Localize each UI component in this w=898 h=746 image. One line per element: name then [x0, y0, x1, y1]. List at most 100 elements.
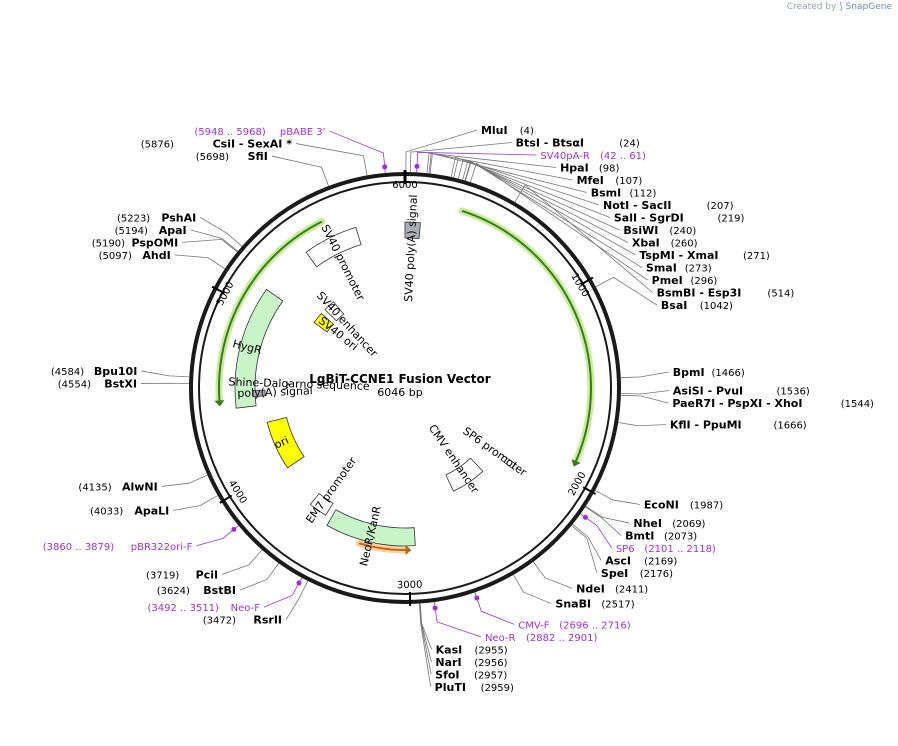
- primer-pbr322ori-f[interactable]: pBR322ori-F(3860 .. 3879): [43, 542, 193, 553]
- site-name: EcoNI: [644, 498, 679, 511]
- site-bstbi[interactable]: BstBI(3624): [157, 584, 236, 597]
- site-nhei[interactable]: NheI(2069): [633, 517, 705, 530]
- site-leader: [474, 592, 515, 625]
- site-apali[interactable]: ApaLI(4033): [90, 504, 169, 517]
- site-position: (2069): [672, 519, 705, 530]
- site-tspmi[interactable]: TspMI - XmaI (271): [639, 249, 770, 262]
- tick-mark: [582, 486, 596, 495]
- primer-sp6[interactable]: SP6(2101 .. 2118): [616, 544, 716, 555]
- site-noti[interactable]: NotI - SacII (207): [603, 199, 734, 212]
- site-bsai[interactable]: BsaI(1042): [661, 299, 733, 312]
- site-name: PluTI: [435, 681, 466, 694]
- site-leader: [182, 238, 238, 253]
- site-name: TspMI - XmaI: [639, 249, 718, 262]
- site-asci[interactable]: AscI(2169): [605, 555, 677, 568]
- site-name: MluI: [481, 124, 508, 137]
- site-pcii[interactable]: PciI (3719): [146, 568, 218, 581]
- site-position: (207): [707, 201, 734, 212]
- site-paer7i[interactable]: PaeR7I - PspXI - XhoI(1544): [672, 397, 874, 410]
- site-name: PciI: [196, 568, 218, 581]
- primer-cmv-f[interactable]: CMV-F(2696 .. 2716): [518, 620, 631, 631]
- primer-marker: [382, 164, 388, 170]
- primer-pbabe-3-[interactable]: pBABE 3'(5948 .. 5968): [194, 127, 325, 138]
- site-name: SalI - SgrDI: [614, 212, 684, 225]
- site-alwni[interactable]: AlwNI(4135): [78, 480, 157, 493]
- site-ahdi[interactable]: AhdI(5097): [99, 249, 171, 262]
- site-name: BpmI: [673, 366, 705, 379]
- site-asisi[interactable]: AsiSI - PvuI(1536): [673, 384, 810, 397]
- site-kfli[interactable]: KflI - PpuMI(1666): [670, 419, 807, 432]
- site-bpmi[interactable]: BpmI(1466): [673, 366, 745, 379]
- site-leader: [329, 130, 386, 173]
- feature-label: Shine-Dalgarno sequence: [228, 375, 370, 392]
- site-bsmi[interactable]: BsmI(112): [591, 187, 657, 200]
- site-name: KflI - PpuMI: [670, 419, 742, 432]
- feature-hygr: HygR: [231, 288, 284, 409]
- site-name: BmtI: [625, 530, 654, 543]
- site-bmti[interactable]: BmtI(2073): [625, 530, 697, 543]
- site-spei[interactable]: SpeI(2176): [601, 567, 673, 580]
- site-leader: [450, 156, 600, 206]
- site-xbai[interactable]: XbaI(260): [632, 237, 698, 250]
- site-name: pBR322ori-F: [131, 542, 193, 553]
- site-name: XbaI: [632, 237, 660, 250]
- site-labels: MluI(4)BtsI - BtsαI(24)SV40pA-R(42 .. 61…: [43, 124, 874, 694]
- site-csii[interactable]: CsiI - SexAI *(5876): [141, 138, 293, 151]
- site-hpai[interactable]: HpaI(98): [560, 162, 619, 175]
- site-name: SmaI: [646, 262, 677, 275]
- site-leader: [618, 422, 666, 427]
- site-leader: [532, 561, 573, 589]
- site-pshai[interactable]: PshAI(5223): [117, 211, 196, 224]
- primer-sv40pa-r[interactable]: SV40pA-R(42 .. 61): [540, 151, 646, 162]
- site-name: NotI - SacII: [603, 199, 671, 212]
- site-bpu10i[interactable]: Bpu10I(4584): [51, 365, 137, 378]
- site-sali[interactable]: SalI - SgrDI(219): [614, 212, 745, 225]
- site-leader: [433, 601, 482, 638]
- feature-label: ori: [272, 434, 290, 452]
- site-position: (2959): [481, 683, 514, 694]
- site-position: (514): [767, 289, 794, 300]
- site-leader: [190, 229, 239, 252]
- site-ndei[interactable]: NdeI(2411): [576, 582, 648, 595]
- site-name: NarI: [435, 656, 461, 669]
- tick-mark: [219, 494, 233, 504]
- map-center: LgBiT-CCNE1 Fusion Vector 6046 bp: [309, 372, 491, 399]
- site-position: (2176): [640, 569, 673, 580]
- credit-brand: SnapGene: [845, 2, 892, 12]
- site-rsrii[interactable]: RsrII(3472): [203, 614, 282, 627]
- site-name: ApaLI: [134, 504, 169, 517]
- site-leader: [620, 390, 669, 395]
- site-pmei[interactable]: PmeI(296): [652, 274, 718, 287]
- site-econi[interactable]: EcoNI(1987): [644, 498, 723, 511]
- site-position: (1536): [777, 386, 810, 397]
- site-bsiwi[interactable]: BsiWI(240): [623, 224, 696, 237]
- site-name: Neo-R: [485, 633, 516, 644]
- site-sfoi[interactable]: SfoI(2957): [435, 668, 507, 681]
- site-leader: [426, 152, 557, 174]
- site-bsmbi[interactable]: BsmBI - Esp3I(514): [657, 287, 795, 300]
- site-mlui[interactable]: MluI(4): [481, 124, 534, 137]
- site-mfei[interactable]: MfeI(107): [577, 174, 643, 187]
- feature-neor-kanr: NeoR/KanR: [326, 504, 416, 567]
- site-name: KasI: [436, 643, 463, 656]
- site-position: (3719): [146, 570, 179, 581]
- site-smai[interactable]: SmaI(273): [646, 262, 712, 275]
- site-leader: [221, 549, 263, 575]
- primer-marker: [582, 514, 588, 520]
- site-position: (1544): [841, 399, 874, 410]
- site-apai[interactable]: ApaI(5194): [115, 224, 187, 237]
- site-kasi[interactable]: KasI(2955): [436, 643, 508, 656]
- site-pluti[interactable]: PluTI (2959): [435, 681, 514, 694]
- site-pspomi[interactable]: PspOMI(5190): [92, 236, 178, 249]
- site-nari[interactable]: NarI(2956): [435, 656, 507, 669]
- site-snabi[interactable]: SnaBI(2517): [555, 598, 634, 611]
- primer-neo-f[interactable]: Neo-F(3492 .. 3511): [148, 603, 261, 614]
- site-leader: [405, 129, 478, 173]
- site-position: (271): [743, 251, 770, 262]
- site-btsi[interactable]: BtsI - BtsαI(24): [516, 137, 640, 150]
- site-bstxi[interactable]: BstXI(4554): [58, 377, 137, 390]
- site-leader: [418, 603, 432, 687]
- primer-neo-r[interactable]: Neo-R(2882 .. 2901): [485, 633, 598, 644]
- site-leader: [295, 143, 368, 176]
- site-sfii[interactable]: SfiI(5698): [196, 150, 268, 163]
